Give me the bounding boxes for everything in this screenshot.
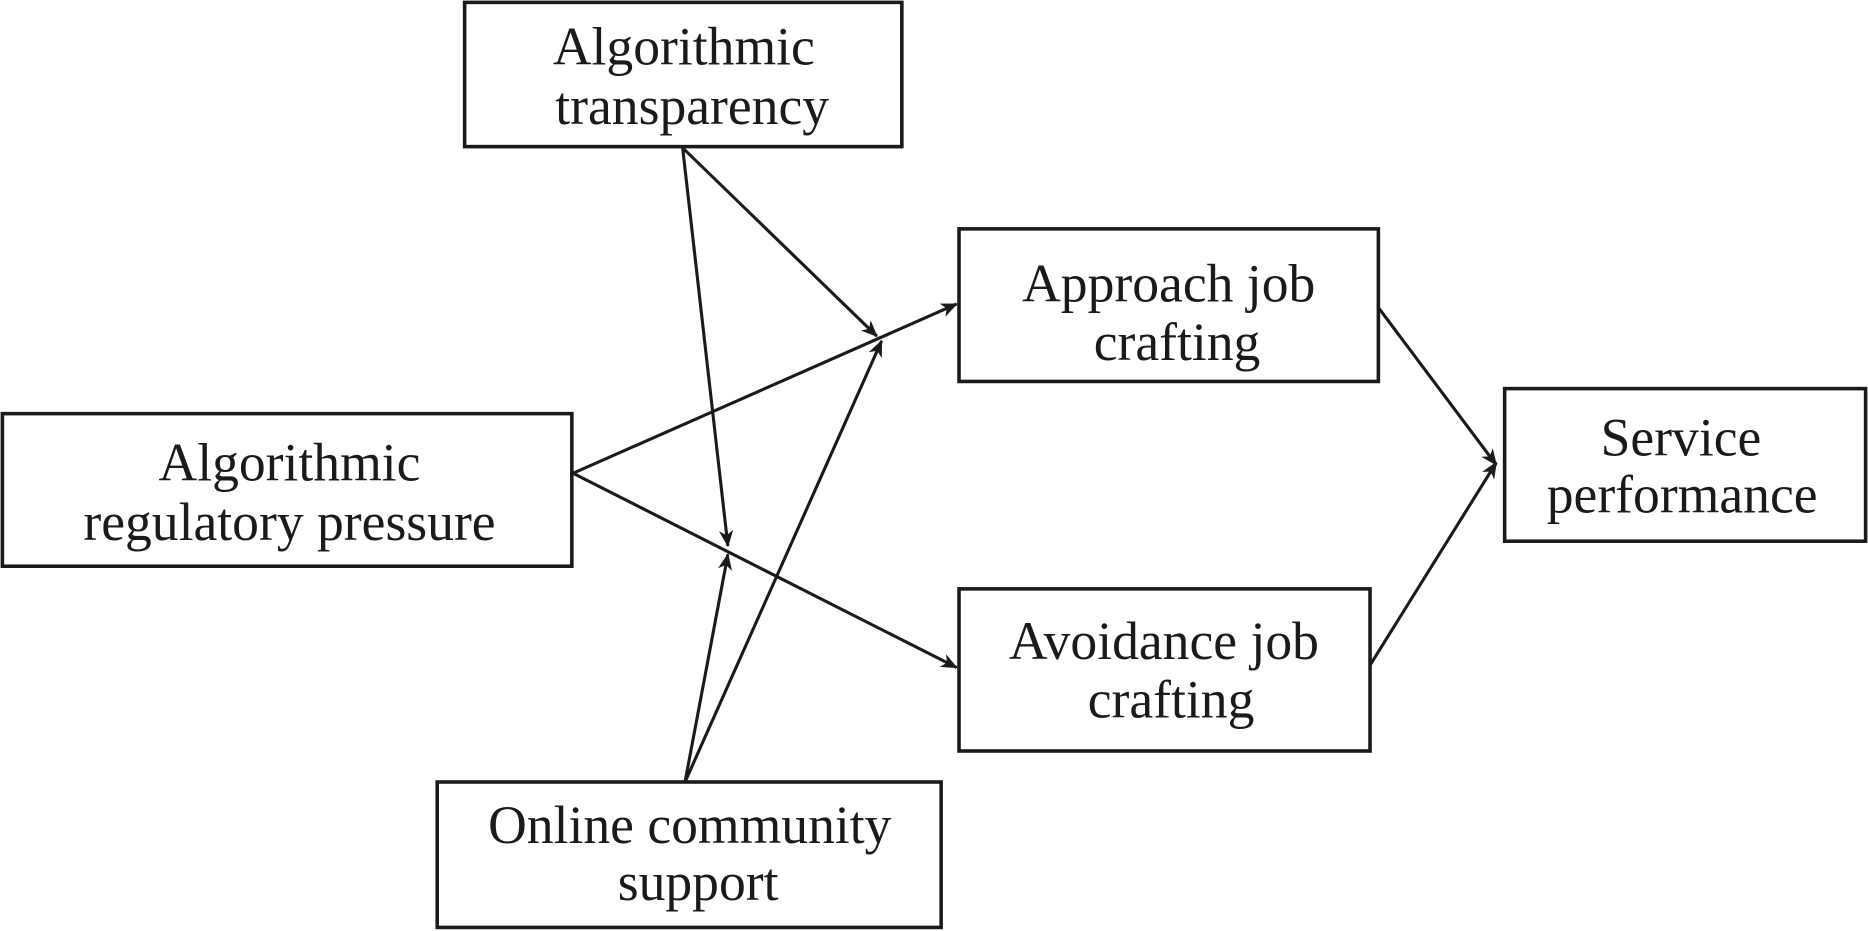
node-service-performance: Service performance xyxy=(1502,386,1868,543)
edge-pressure-to-approach xyxy=(572,302,958,475)
svg-text:Avoidance job: Avoidance job xyxy=(1009,611,1319,671)
node-label-line: Approach job xyxy=(1022,254,1315,314)
svg-text:Online community: Online community xyxy=(488,795,892,855)
edge-community-moderates-avoidance xyxy=(683,553,733,783)
edge-transparency-moderates-avoidance xyxy=(681,147,734,548)
node-label-line: Online community xyxy=(488,795,892,855)
svg-text:Algorithmic: Algorithmic xyxy=(553,16,815,76)
node-label-line: Algorithmic xyxy=(553,16,815,76)
node-label-line: performance xyxy=(1547,465,1818,525)
svg-text:transparency: transparency xyxy=(555,76,829,136)
edge-community-moderates-approach xyxy=(683,339,883,783)
node-label-line: Algorithmic xyxy=(159,432,421,492)
svg-text:Algorithmic: Algorithmic xyxy=(159,432,421,492)
node-label-line: crafting xyxy=(1088,670,1255,730)
node-label-line: support xyxy=(618,852,779,912)
svg-text:performance: performance xyxy=(1547,465,1818,525)
edge-transparency-moderates-approach xyxy=(681,146,878,338)
svg-text:crafting: crafting xyxy=(1094,312,1261,372)
svg-text:support: support xyxy=(618,852,779,912)
node-label-line: crafting xyxy=(1094,312,1261,372)
node-label-line: Service xyxy=(1601,407,1762,467)
svg-text:regulatory pressure: regulatory pressure xyxy=(83,492,495,552)
svg-text:crafting: crafting xyxy=(1088,670,1255,730)
svg-text:Service: Service xyxy=(1601,407,1762,467)
node-label-line: transparency xyxy=(555,76,829,136)
node-avoidance-job-crafting: Avoidance job crafting xyxy=(957,587,1372,753)
node-online-community-support: Online community support xyxy=(435,780,943,930)
edge-approach-to-service xyxy=(1377,306,1498,466)
node-algorithmic-transparency: Algorithmic transparency xyxy=(462,0,904,149)
node-label-line: regulatory pressure xyxy=(83,492,495,552)
node-approach-job-crafting: Approach job crafting xyxy=(957,227,1381,384)
node-label-line: Avoidance job xyxy=(1009,611,1319,671)
node-algorithmic-regulatory-pressure: Algorithmic regulatory pressure xyxy=(0,411,574,569)
svg-text:Approach job: Approach job xyxy=(1022,254,1315,314)
edge-avoidance-to-service xyxy=(1368,461,1498,666)
edge-pressure-to-avoidance xyxy=(572,471,958,669)
